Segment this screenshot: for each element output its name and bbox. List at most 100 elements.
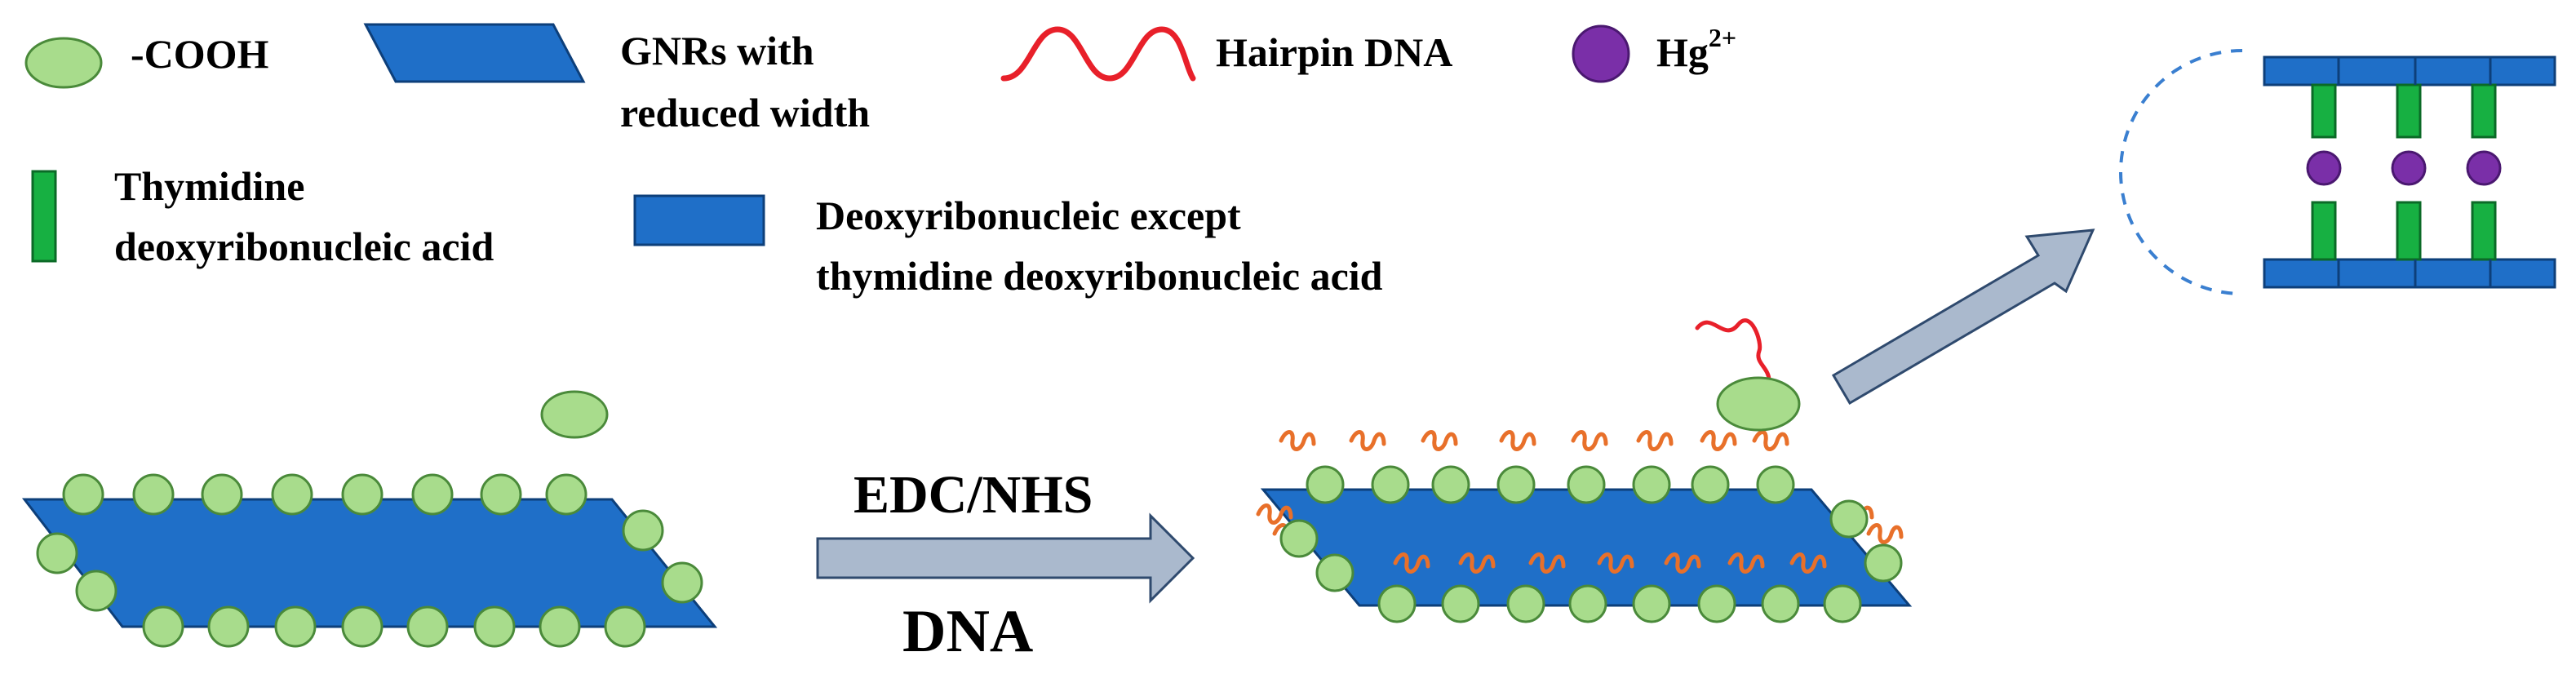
legend-other-dna-line2: thymidine deoxyribonucleic acid [816, 253, 1383, 299]
legend-hg-label: Hg2+ [1656, 24, 1736, 77]
stage3-base-pairs [2306, 57, 2502, 287]
stage2-strand-top [1421, 430, 1458, 451]
stage1-cooh-bead-bottom [341, 605, 384, 648]
stage1-free-cooh [540, 390, 609, 439]
thymidine-top [2471, 83, 2497, 139]
hg-ion-icon [2466, 150, 2502, 186]
stage1-cooh-bead-top [271, 473, 313, 516]
stage2-cooh-groups [1279, 465, 1903, 623]
thymidine-top [2396, 83, 2422, 139]
thymidine-top [2311, 83, 2337, 139]
stage2-cooh-bead-top [1632, 465, 1671, 504]
stage2-cooh-bead-bottom [1632, 584, 1671, 623]
stage2-strand-top [1349, 430, 1386, 451]
stage1-cooh-groups [36, 473, 703, 648]
stage2-strand-bottom [1789, 552, 1827, 574]
stage2-strand-bottom [1393, 552, 1430, 574]
stage2-cooh-bead-bottom [1823, 584, 1862, 623]
legend-other-dna-icon [633, 194, 765, 246]
stage2-strand-side [1256, 503, 1293, 525]
stage3-t-hg-t-duplex [2263, 55, 2556, 289]
stage2-strand-side [1866, 523, 1904, 544]
stage2-cooh-bead-top [1691, 465, 1730, 504]
thymidine-bottom [2471, 201, 2497, 261]
stage2-released-cooh [1716, 376, 1801, 432]
stage2-strand-top [1636, 430, 1674, 451]
stage1-cooh-bead-edge [661, 561, 703, 604]
zoom-dashed-arc [2119, 49, 2243, 295]
stage2-hairpin-dna-icon [1695, 318, 1771, 386]
stage1-cooh-bead-bottom [604, 605, 646, 648]
legend-cooh-icon [24, 37, 103, 89]
stage2-cooh-bead-edge [1315, 553, 1355, 592]
stage2-strand-bottom [1664, 552, 1701, 574]
stage1-gnr-with-cooh [21, 390, 718, 648]
stage1-cooh-bead-top [201, 473, 243, 516]
stage1-cooh-bead-edge [36, 532, 78, 574]
stage2-gnr-dna-probe [1256, 318, 1913, 623]
stage1-cooh-bead-bottom [274, 605, 317, 648]
stage1-cooh-bead-bottom [406, 605, 449, 648]
stage2-strand-top [1279, 430, 1316, 451]
stage1-cooh-bead-bottom [473, 605, 516, 648]
legend-hg-charge: 2+ [1708, 23, 1737, 53]
legend-gnr-label-line2: reduced width [620, 90, 871, 135]
stage3-top-strand [2263, 55, 2556, 86]
stage2-cooh-bead-top [1371, 465, 1410, 504]
reaction-reagent-bottom: DNA [902, 598, 1034, 665]
stage1-cooh-bead-edge [75, 570, 117, 612]
stage1-cooh-bead-bottom [207, 605, 250, 648]
reaction-arrow-icon [816, 512, 1195, 604]
legend-hairpin-icon [1000, 26, 1196, 82]
stage1-cooh-bead-top [545, 473, 587, 516]
stage2-dna-strands [1256, 430, 1904, 574]
stage2-cooh-bead-bottom [1377, 584, 1417, 623]
reaction-reagent-top: EDC/NHS [853, 465, 1093, 525]
stage2-strand-top [1571, 430, 1608, 451]
stage2-strand-top [1499, 430, 1536, 451]
stage2-cooh-bead-top [1496, 465, 1536, 504]
stage2-cooh-bead-bottom [1761, 584, 1800, 623]
stage1-cooh-bead-bottom [539, 605, 581, 648]
stage2-strand-top [1752, 430, 1789, 451]
stage1-cooh-bead-top [62, 473, 104, 516]
stage2-cooh-bead-edge [1829, 499, 1869, 539]
stage2-cooh-bead-top [1567, 465, 1606, 504]
stage1-cooh-bead-top [411, 473, 454, 516]
legend-gnr-icon [363, 23, 586, 83]
stage1-cooh-bead-bottom [142, 605, 184, 648]
stage1-cooh-bead-top [132, 473, 175, 516]
legend-hg-icon [1572, 24, 1630, 83]
stage2-cooh-bead-top [1756, 465, 1795, 504]
stage2-strand-bottom [1458, 552, 1496, 574]
legend-hairpin-label: Hairpin DNA [1216, 29, 1453, 75]
stage3-bottom-strand [2263, 258, 2556, 289]
legend-thymidine-line1: Thymidine [114, 163, 305, 209]
stage1-cooh-bead-top [341, 473, 384, 516]
stage2-cooh-bead-bottom [1568, 584, 1607, 623]
stage2-cooh-bead-bottom [1506, 584, 1545, 623]
stage1-cooh-bead-edge [622, 509, 664, 552]
stage2-cooh-bead-bottom [1441, 584, 1480, 623]
legend-thymidine-icon [31, 170, 57, 263]
stage2-cooh-bead-top [1431, 465, 1470, 504]
thymidine-bottom [2396, 201, 2422, 261]
stage2-strand-top [1700, 430, 1737, 451]
thymidine-bottom [2311, 201, 2337, 261]
legend-other-dna-line1: Deoxyribonucleic except [816, 193, 1241, 238]
stage2-strand-bottom [1528, 552, 1566, 574]
legend-cooh-label: -COOH [131, 31, 269, 77]
stage1-cooh-bead-top [480, 473, 522, 516]
hg-ion-icon [2391, 150, 2427, 186]
legend-gnr-label-line1: GNRs with [620, 28, 814, 73]
stage2-cooh-bead-edge [1864, 543, 1903, 583]
stage2-cooh-bead-edge [1279, 519, 1319, 558]
legend-hg-base: Hg [1656, 29, 1709, 75]
stage2-strand-bottom [1597, 552, 1634, 574]
zoom-arrow-icon [1831, 228, 2095, 406]
stage2-cooh-bead-top [1306, 465, 1345, 504]
hg-ion-icon [2306, 150, 2342, 186]
stage2-strand-bottom [1727, 552, 1765, 574]
stage2-cooh-bead-bottom [1697, 584, 1736, 623]
